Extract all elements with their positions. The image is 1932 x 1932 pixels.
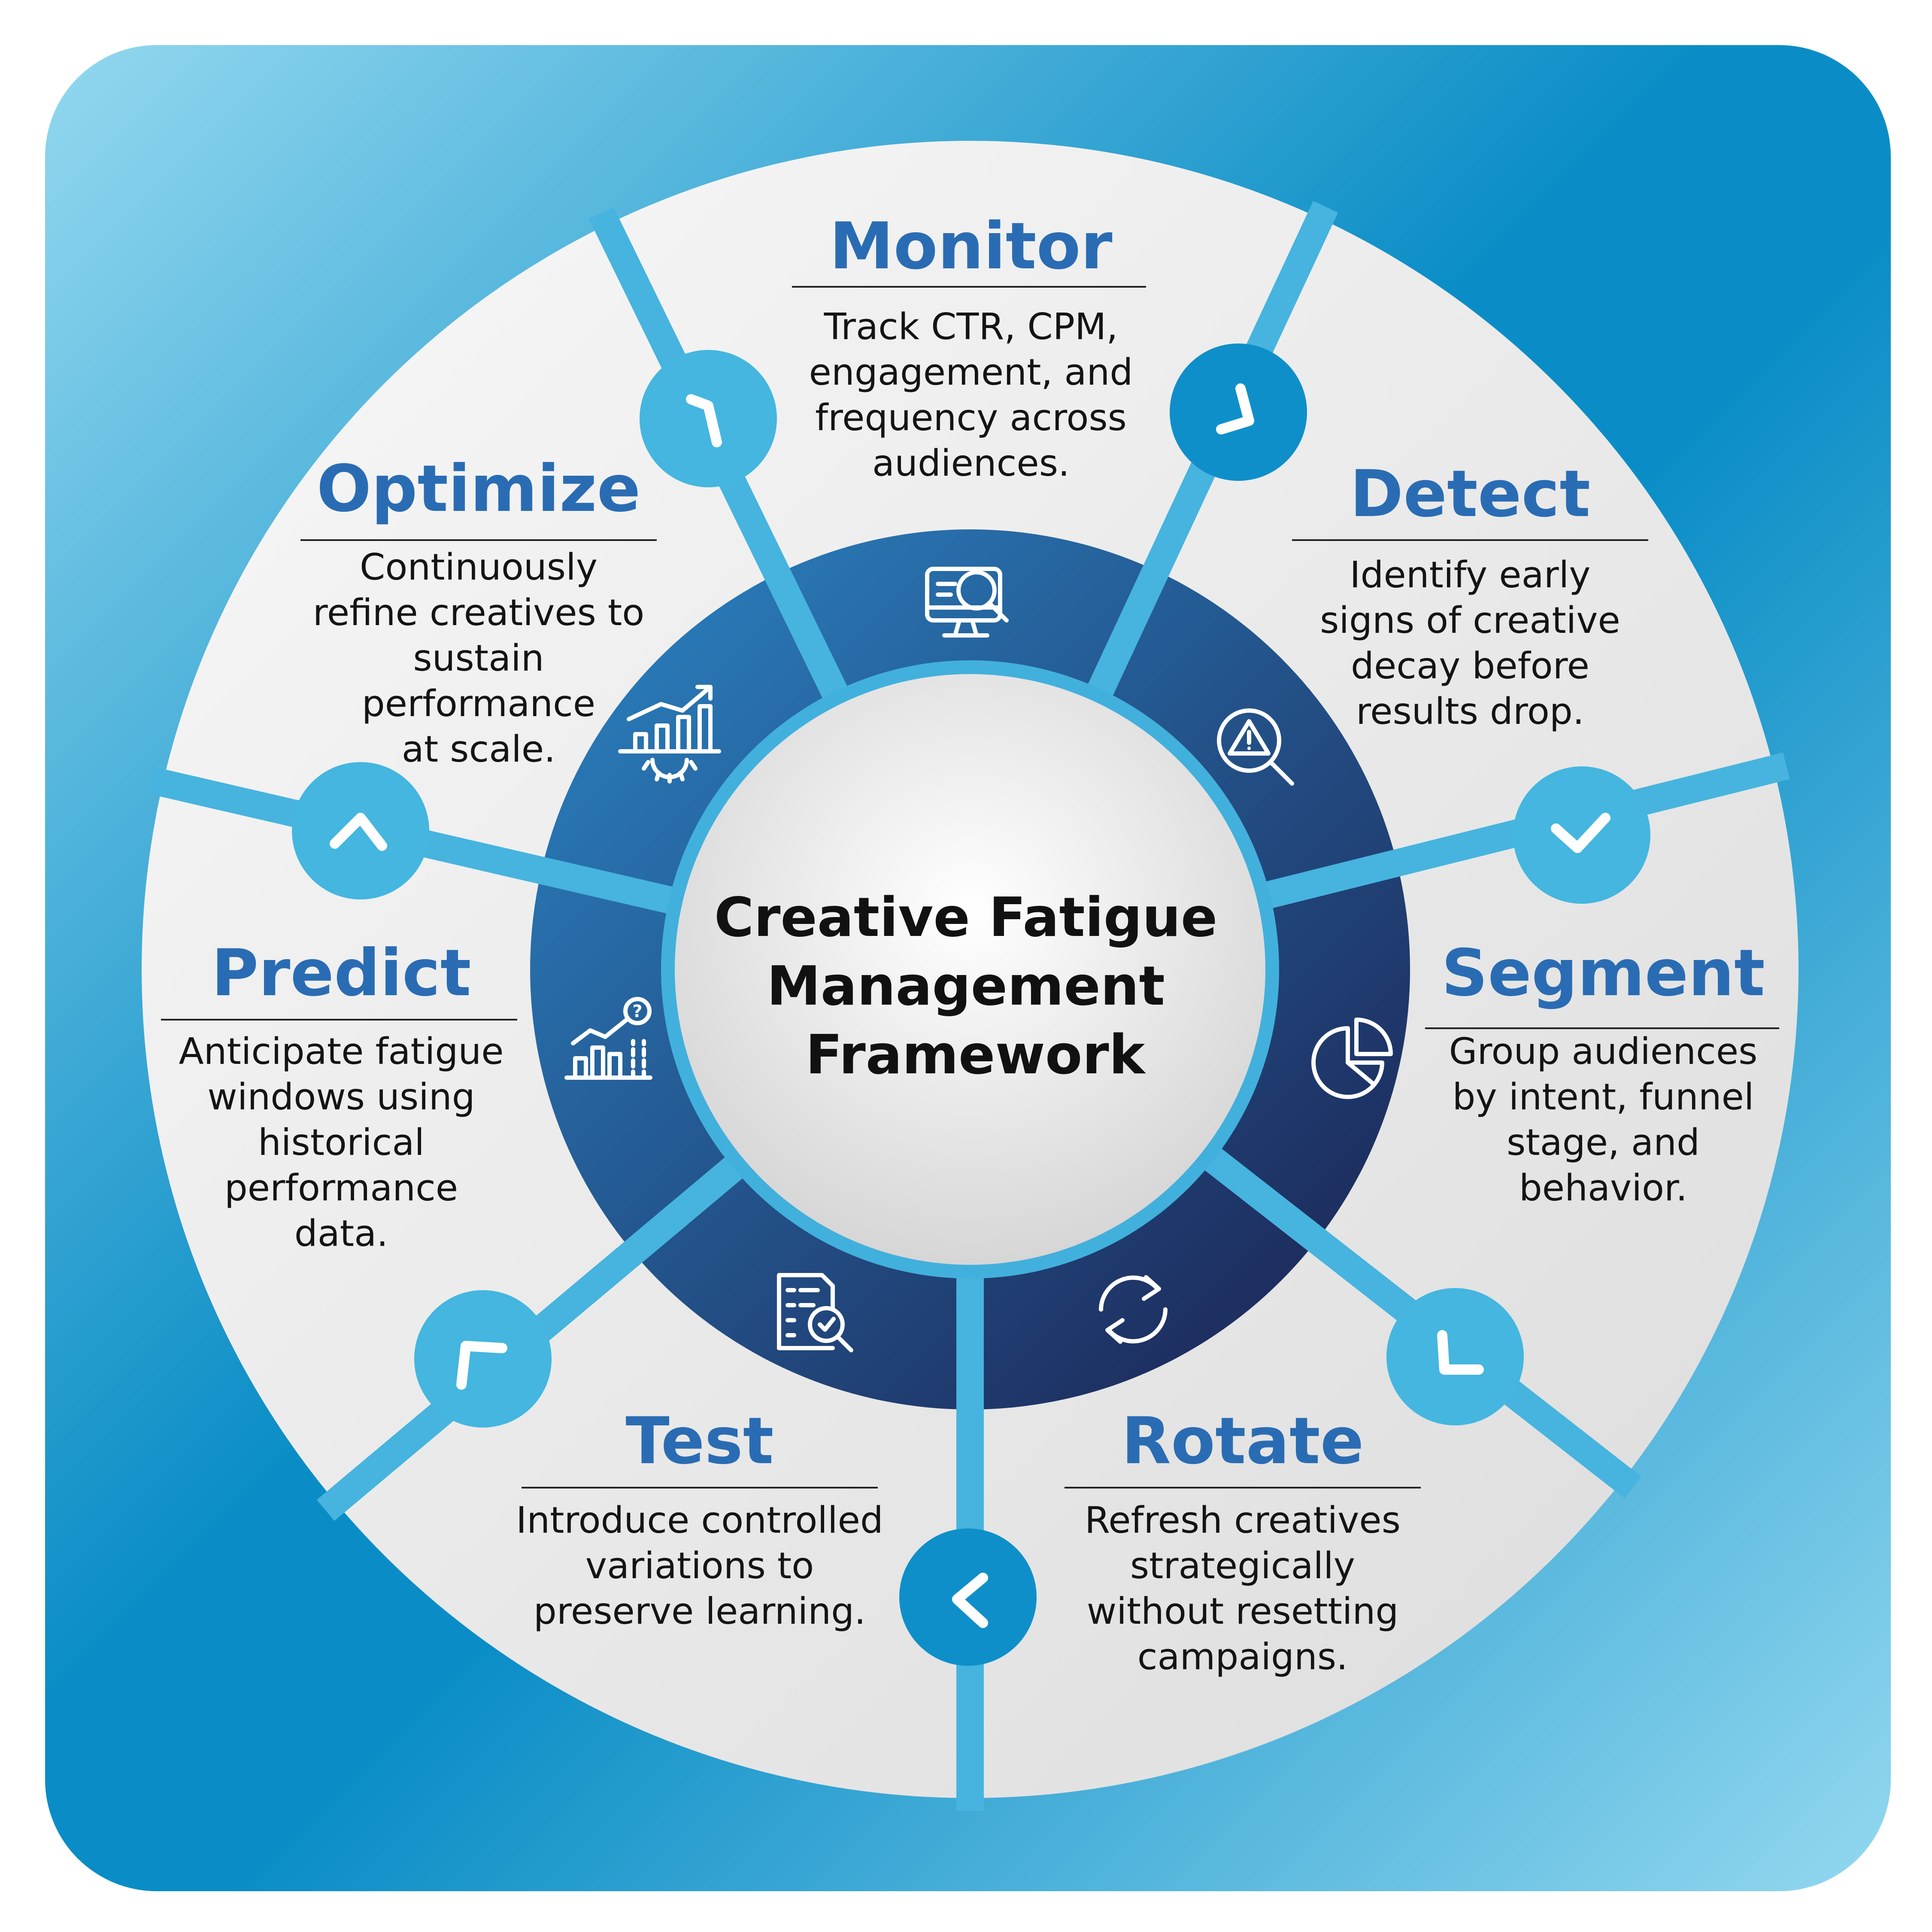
description-line: data. [294,1212,388,1255]
description-line: historical [258,1121,425,1164]
stage-title: Predict [211,936,471,1011]
svg-text:?: ? [632,1002,642,1021]
stage-title: Optimize [317,452,641,526]
connector-node-2 [1170,343,1307,481]
description-line: Refresh creatives [1085,1499,1401,1542]
connector-node-1 [640,350,777,487]
alert-search-icon [1217,708,1294,786]
chevron-icon [952,1573,988,1628]
description-line: windows using [207,1076,475,1118]
description-line: Identify early [1350,554,1590,596]
stage-title: Detect [1350,457,1590,532]
description-line: by intent, funnel [1452,1076,1754,1118]
connector-node-3 [1513,766,1650,904]
center-circle [675,674,1265,1265]
chevron-icon [1437,1330,1484,1375]
description-line: sustain [413,637,544,680]
stage-title: Segment [1441,936,1765,1011]
description-line: Continuously [360,546,597,589]
description-line: behavior. [1519,1167,1687,1209]
connector-node-5 [899,1528,1037,1666]
stage-title: Monitor [829,209,1112,284]
stage-title: Rotate [1122,1404,1364,1479]
checklist-search-icon [777,1273,853,1352]
connector-node-7 [292,762,429,899]
refresh-icon [1099,1275,1168,1344]
center-title-line-2: Management [767,954,1165,1018]
center-title-line-3: Framework [806,1023,1146,1086]
pie-chart-icon [1311,1018,1393,1099]
forecast-chart-icon: ? [564,997,652,1080]
description-line: performance [224,1167,458,1209]
chevron-icon [456,1341,507,1390]
chevron-icon [1216,383,1254,434]
description-line: Introduce controlled [516,1499,883,1542]
description-line: audiences. [872,442,1070,485]
description-line: decay before [1351,645,1589,687]
description-line: at scale. [402,728,555,771]
connector-node-6 [414,1290,552,1428]
description-line: campaigns. [1137,1636,1348,1678]
description-line: preserve learning. [534,1590,866,1633]
description-line: strategically [1130,1545,1355,1587]
description-line: without resetting [1087,1590,1399,1633]
chevron-icon [686,394,722,447]
description-line: results drop. [1356,690,1584,733]
description-line: refine creatives to [313,592,644,634]
growth-gear-icon [618,685,721,784]
chevron-icon [1551,813,1611,853]
description-line: engagement, and [809,351,1133,394]
center-title: Creative Fatigue Management Framework [714,886,1236,1086]
description-line: Anticipate fatigue [179,1030,503,1073]
description-line: performance [362,683,595,725]
description-line: frequency across [815,397,1127,439]
center-title-line-1: Creative Fatigue [714,886,1217,949]
stage-title: Test [625,1404,773,1479]
monitor-search-icon [925,567,1009,638]
connector-node-4 [1386,1288,1524,1425]
chevron-icon [330,813,387,851]
description-line: Group audiences [1449,1030,1758,1073]
description-line: Track CTR, CPM, [824,306,1118,348]
description-line: variations to [585,1545,814,1587]
description-line: stage, and [1507,1121,1700,1164]
description-line: signs of creative [1320,599,1620,642]
